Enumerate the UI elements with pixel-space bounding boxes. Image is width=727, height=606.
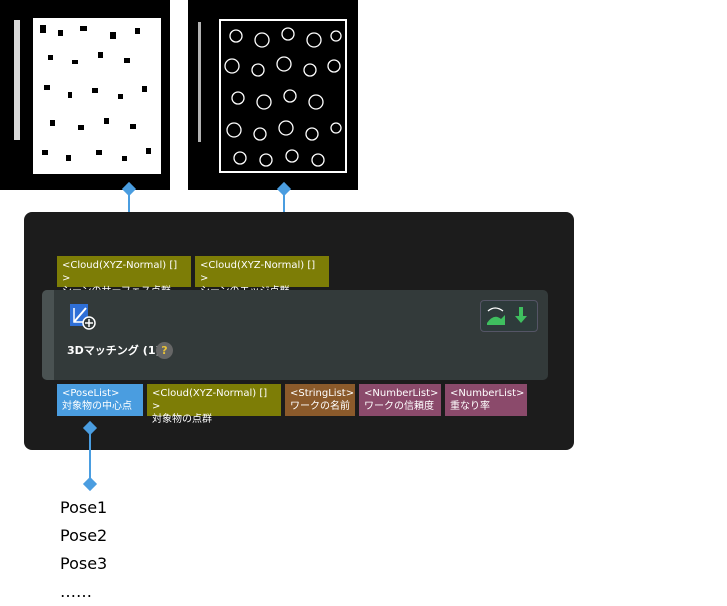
- output-connector-bottom: [82, 476, 98, 492]
- pose-item: Pose1: [60, 498, 108, 517]
- pose-ellipsis: ……: [60, 582, 92, 601]
- edge-point-cloud-image: [188, 0, 358, 190]
- port-type: <NumberList>: [364, 388, 439, 399]
- port-name: 重なり率: [450, 401, 490, 412]
- step-node-3d-matching[interactable]: 3Dマッチング(1) ?: [42, 290, 548, 380]
- pose-item: Pose3: [60, 554, 108, 573]
- surface-point-cloud-image: [0, 0, 170, 190]
- output-port-object-cloud[interactable]: <Cloud(XYZ-Normal) [] > 対象物の点群: [147, 384, 281, 425]
- output-port-overlap-ratio[interactable]: <NumberList> 重なり率: [445, 384, 527, 416]
- port-type: <Cloud(XYZ-Normal) [] >: [152, 388, 268, 412]
- preview-icon[interactable]: [487, 307, 505, 325]
- node-title: 3Dマッチング(1): [67, 342, 161, 358]
- node-left-bar: [42, 290, 54, 380]
- port-name: 対象物の点群: [152, 414, 212, 425]
- port-name: 対象物の中心点: [62, 401, 132, 412]
- pose-item: Pose2: [60, 526, 108, 545]
- input-port-edge-cloud[interactable]: <Cloud(XYZ-Normal) [] > シーンのエッジ点群: [195, 256, 329, 297]
- pose-list: Pose1 Pose2 Pose3 ……: [60, 494, 107, 606]
- help-icon[interactable]: ?: [156, 342, 173, 359]
- output-connector-line: [89, 430, 91, 484]
- port-type: <Cloud(XYZ-Normal) [] >: [62, 260, 178, 284]
- port-name: ワークの信頼度: [364, 401, 434, 412]
- port-type: <StringList>: [290, 388, 355, 399]
- port-type: <NumberList>: [450, 388, 525, 399]
- 3d-matching-icon: [68, 300, 98, 332]
- node-action-group: [480, 300, 538, 332]
- input-port-surface-cloud[interactable]: <Cloud(XYZ-Normal) [] > シーンのサーフェス点群: [57, 256, 191, 297]
- node-title-text: 3Dマッチング: [67, 344, 139, 357]
- output-port-workpiece-names[interactable]: <StringList> ワークの名前: [285, 384, 355, 416]
- download-icon[interactable]: [515, 307, 527, 323]
- port-type: <Cloud(XYZ-Normal) [] >: [200, 260, 316, 284]
- output-port-pose-list[interactable]: <PoseList> 対象物の中心点: [57, 384, 143, 416]
- port-name: ワークの名前: [290, 401, 350, 412]
- output-port-confidence[interactable]: <NumberList> ワークの信頼度: [359, 384, 441, 416]
- port-type: <PoseList>: [62, 388, 120, 399]
